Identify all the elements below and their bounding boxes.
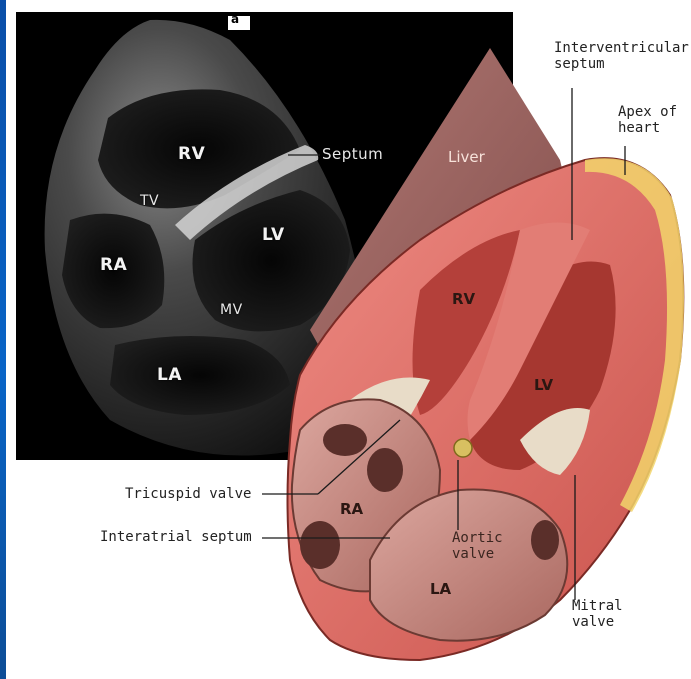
ra-opening-3 [300, 521, 340, 569]
la-opening [531, 520, 559, 560]
echo-la-label: LA [157, 365, 182, 385]
aortic-line-2: valve [452, 546, 522, 562]
echo-view-marker: a [231, 12, 240, 26]
apex-of-heart-label: Apex of heart [618, 104, 690, 136]
mitral-line-1: Mitral [572, 598, 642, 614]
echo-tv-label: TV [140, 193, 159, 209]
mitral-line-2: valve [572, 614, 642, 630]
echo-lv-label: LV [262, 225, 285, 245]
mitral-valve-label: Mitral valve [572, 598, 642, 630]
interventricular-septum-label: Interventricular septum [554, 40, 690, 72]
anatomy-ra-label: RA [340, 500, 363, 518]
interventricular-line-2: septum [554, 56, 690, 72]
apex-line-1: Apex of [618, 104, 690, 120]
interatrial-septum-label: Interatrial septum [100, 529, 252, 545]
echo-mv-label: MV [220, 302, 243, 318]
ra-opening-2 [367, 448, 403, 492]
apex-line-2: heart [618, 120, 690, 136]
aortic-line-1: Aortic [452, 530, 522, 546]
anatomy-lv-label: LV [534, 376, 553, 394]
echo-septum-label: Septum [322, 145, 383, 163]
interventricular-line-1: Interventricular [554, 40, 690, 56]
echo-rv-label: RV [178, 144, 205, 164]
anatomy-la-label: LA [430, 580, 451, 598]
tricuspid-valve-label: Tricuspid valve [125, 486, 251, 502]
aortic-valve-knob [454, 439, 472, 457]
ra-opening-1 [323, 424, 367, 456]
aortic-valve-label: Aortic valve [452, 530, 522, 562]
anatomy-rv-label: RV [452, 290, 475, 308]
liver-label: Liver [448, 148, 485, 166]
echo-ra-label: RA [100, 255, 127, 275]
